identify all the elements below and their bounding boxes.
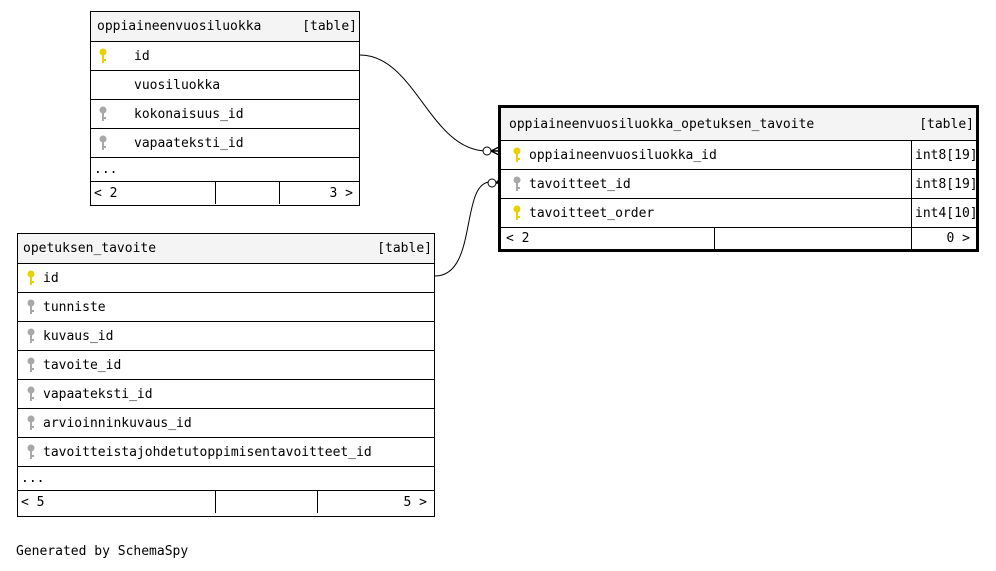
foreign-key-icon (26, 386, 36, 406)
relation-end-circle (482, 146, 492, 156)
relation-end-circle (487, 178, 497, 188)
column-row: oppiaineenvuosiluokka_id int8[19] (501, 140, 978, 169)
relation-opetuksen-tavoite-link (434, 181, 491, 277)
column-row: tavoitteistajohdetutoppimisentavoitteet_… (18, 437, 434, 466)
column-name: vapaateksti_id (134, 135, 244, 151)
column-name: kokonaisuus_id (134, 106, 244, 122)
parents-count[interactable]: < 5 (21, 494, 45, 510)
column-type: int8[19] (915, 147, 978, 163)
table-tag: [table] (919, 116, 974, 132)
foreign-key-icon (98, 135, 108, 155)
column-name: kuvaus_id (43, 328, 114, 344)
foreign-key-icon (26, 444, 36, 464)
children-count[interactable]: 3 > (329, 185, 353, 201)
nav-divider (215, 491, 216, 513)
more-indicator: ... (21, 471, 45, 486)
column-row: id (18, 263, 434, 292)
relationship-nav: < 5 5 > (18, 490, 434, 513)
column-name: id (43, 270, 59, 286)
table-tag: [table] (377, 241, 432, 256)
parents-count[interactable]: < 2 (94, 185, 118, 201)
column-row: vuosiluokka (91, 70, 359, 99)
table-oppiaineenvuosiluokka-opetuksen-tavoite[interactable]: oppiaineenvuosiluokka_opetuksen_tavoite … (498, 105, 979, 252)
column-row: tavoitteet_id int8[19] (501, 169, 978, 198)
column-row: kuvaus_id (18, 321, 434, 350)
column-name: id (134, 48, 150, 64)
table-name: oppiaineenvuosiluokka_opetuksen_tavoite (509, 116, 815, 132)
table-tag: [table] (302, 19, 357, 34)
foreign-key-icon (26, 415, 36, 435)
primary-key-icon (512, 147, 522, 167)
more-columns-row: ... (18, 466, 434, 490)
column-row: kokonaisuus_id (91, 99, 359, 128)
children-count[interactable]: 5 > (403, 494, 427, 510)
foreign-key-icon (26, 357, 36, 377)
column-row: tavoite_id (18, 350, 434, 379)
type-divider (911, 141, 912, 169)
nav-divider (215, 182, 216, 204)
table-name: oppiaineenvuosiluokka (97, 19, 262, 34)
more-columns-row: ... (91, 157, 359, 181)
type-divider (911, 199, 912, 227)
column-row: vapaateksti_id (91, 128, 359, 157)
table-header: opetuksen_tavoite [table] (18, 234, 434, 263)
primary-key-icon (98, 48, 108, 68)
more-indicator: ... (94, 162, 118, 177)
column-name: vapaateksti_id (43, 386, 153, 402)
table-name: opetuksen_tavoite (23, 241, 157, 256)
column-row: vapaateksti_id (18, 379, 434, 408)
column-name: vuosiluokka (134, 77, 221, 93)
column-row: id (91, 41, 359, 70)
column-row: tavoitteet_order int4[10] (501, 198, 978, 227)
column-name: tavoitteistajohdetutoppimisentavoitteet_… (43, 444, 372, 460)
column-row: arvioinninkuvaus_id (18, 408, 434, 437)
table-oppiaineenvuosiluokka[interactable]: oppiaineenvuosiluokka [table] id vuosilu… (90, 11, 360, 206)
column-type: int8[19] (915, 176, 978, 192)
table-header: oppiaineenvuosiluokka [table] (91, 12, 359, 41)
foreign-key-icon (26, 299, 36, 319)
column-name: arvioinninkuvaus_id (43, 415, 192, 431)
nav-divider (714, 228, 715, 249)
table-opetuksen-tavoite[interactable]: opetuksen_tavoite [table] id tunniste ku… (17, 233, 435, 517)
type-divider (911, 170, 912, 198)
relation-oppiaineenvuosiluokka-link (359, 54, 487, 152)
parents-count[interactable]: < 2 (506, 231, 530, 246)
nav-divider (317, 491, 318, 513)
column-row: tunniste (18, 292, 434, 321)
column-type: int4[10] (915, 205, 978, 221)
relationship-nav: < 2 0 > (501, 227, 976, 249)
generated-by-footer: Generated by SchemaSpy (16, 544, 189, 559)
table-header: oppiaineenvuosiluokka_opetuksen_tavoite … (501, 108, 976, 140)
primary-key-icon (512, 205, 522, 225)
foreign-key-icon (512, 176, 522, 196)
column-name: tavoitteet_id (529, 176, 631, 192)
children-count[interactable]: 0 > (946, 231, 970, 246)
column-name: tavoite_id (43, 357, 122, 373)
nav-divider (911, 228, 912, 249)
column-name: tavoitteet_order (529, 205, 655, 221)
foreign-key-icon (26, 328, 36, 348)
column-name: tunniste (43, 299, 106, 315)
primary-key-icon (26, 270, 36, 290)
relationship-nav: < 2 3 > (91, 181, 359, 204)
foreign-key-icon (98, 106, 108, 126)
column-name: oppiaineenvuosiluokka_id (529, 147, 717, 163)
nav-divider (279, 182, 280, 204)
